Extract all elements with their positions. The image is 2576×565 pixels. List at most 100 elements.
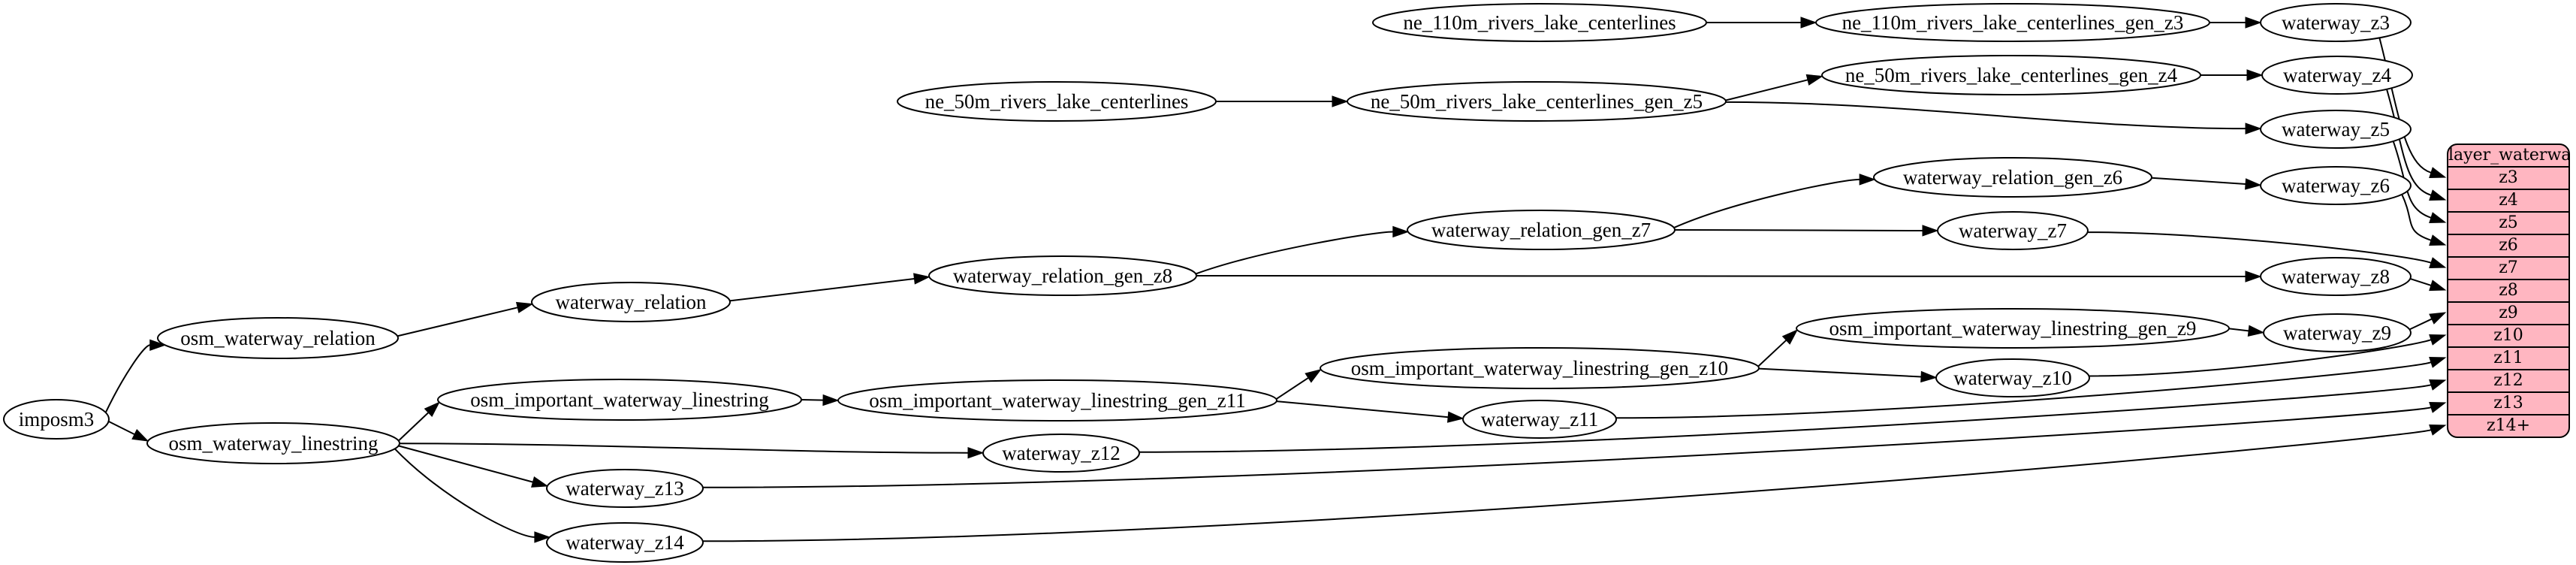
arrowhead [2429,167,2447,178]
node-label: waterway_z5 [2282,118,2390,140]
node-label: waterway_relation [556,291,707,313]
arrowhead [131,428,149,442]
node-waterway_z13: waterway_z13 [546,469,704,508]
node-ellipse [1821,55,2201,95]
node-label: osm_important_waterway_linestring_gen_z9 [1829,317,2197,340]
table-row-z8: z8 [2448,279,2568,301]
node-ellipse [2260,257,2412,296]
edge-waterway_z3-row-z3 [2378,38,2432,174]
edge-waterway_relation_gen_z7-waterway_relation_gen_z6 [1673,178,1860,229]
node-ellipse [837,379,1277,421]
edge-waterway_z12-row-z12 [1139,384,2432,453]
edge-imposm3-osm_waterway_linestring [108,421,136,436]
node-label: waterway_z9 [2283,322,2391,344]
table-row-z5: z5 [2448,211,2568,234]
node-ellipse [437,379,802,421]
node-label: osm_important_waterway_linestring [470,388,768,411]
node-osm_important_waterway_linestring_gen_z9: osm_important_waterway_linestring_gen_z9 [1796,308,2230,349]
node-label: waterway_z13 [566,477,683,500]
edge-waterway_relation_gen_z6-waterway_z6 [2151,177,2246,185]
node-ellipse [928,255,1197,296]
table-row-z14+: z14+ [2448,414,2568,437]
arrowhead [2246,69,2264,81]
node-ellipse [3,399,110,440]
node-label: ne_110m_rivers_lake_centerlines_gen_z3 [1842,11,2184,34]
node-waterway_z7: waterway_z7 [1937,211,2089,250]
table-row-z4: z4 [2448,189,2568,211]
arrowhead [2429,212,2447,223]
node-ne_110m_rivers_lake_centerlines_gen_z3: ne_110m_rivers_lake_centerlines_gen_z3 [1815,3,2210,42]
node-ellipse [146,422,400,464]
edge-waterway_z8-row-z8 [2409,278,2433,287]
arrowhead [515,301,534,313]
edge-osm_important_waterway_linestring_gen_z11-osm_important_waterway_linestring_gen_z10 [1275,377,1309,400]
node-ellipse [1935,358,2090,397]
node-ne_110m_rivers_lake_centerlines: ne_110m_rivers_lake_centerlines [1372,3,1707,42]
edge-osm_waterway_relation-waterway_relation [397,307,518,337]
node-waterway_z9: waterway_z9 [2263,313,2412,352]
edge-osm_important_waterway_linestring_gen_z10-waterway_z10 [1758,367,1922,378]
node-label: imposm3 [19,408,95,431]
node-ellipse [897,81,1217,122]
edge-waterway_relation-waterway_relation_gen_z8 [729,278,915,302]
node-label: waterway_z8 [2282,265,2390,288]
arrowhead [2245,17,2262,29]
edge-waterway_z4-row-z4 [2386,89,2432,196]
arrowhead [2429,312,2447,325]
node-label: waterway_z4 [2283,64,2391,86]
node-ellipse [1347,81,1727,122]
node-label: waterway_relation_gen_z7 [1431,219,1651,241]
node-label: ne_50m_rivers_lake_centerlines_gen_z4 [1845,64,2178,86]
arrowhead [2429,234,2447,246]
node-waterway_z10: waterway_z10 [1935,358,2090,397]
node-waterway_z12: waterway_z12 [982,434,1140,473]
node-label: ne_50m_rivers_lake_centerlines [925,90,1189,113]
node-label: waterway_relation_gen_z6 [1903,166,2122,189]
arrowhead [2429,189,2447,201]
arrowhead [1800,17,1817,29]
arrowhead [913,273,931,285]
arrowhead [149,339,167,351]
node-label: ne_110m_rivers_lake_centerlines [1403,11,1676,34]
arrowhead [2245,122,2262,134]
node-osm_waterway_relation: osm_waterway_relation [157,317,399,359]
arrowhead [1920,370,1938,383]
arrowhead [2245,270,2262,282]
node-ellipse [1873,157,2152,198]
node-ellipse [1815,3,2210,42]
table-row-z7: z7 [2448,256,2568,279]
arrowhead [2429,257,2447,268]
arrowhead [2429,334,2447,346]
node-waterway_z5: waterway_z5 [2260,110,2412,149]
edge-waterway_z5-row-z5 [2392,140,2432,219]
node-osm_important_waterway_linestring_gen_z10: osm_important_waterway_linestring_gen_z1… [1320,347,1760,389]
arrowhead [822,394,840,406]
edge-ne_50m_rivers_lake_centerlines_gen_z5-ne_50m_rivers_lake_centerlines_gen_z4 [1725,79,1808,101]
node-ellipse [2260,110,2412,149]
node-waterway_z14: waterway_z14 [546,522,704,563]
table-row-z10: z10 [2448,324,2568,346]
edge-osm_waterway_linestring-waterway_z12 [399,443,969,454]
node-ne_50m_rivers_lake_centerlines: ne_50m_rivers_lake_centerlines [897,81,1217,122]
arrowhead [424,401,440,418]
edge-waterway_z6-row-z6 [2401,194,2432,241]
edge-waterway_z10-row-z10 [2089,339,2432,377]
table-row-z3: z3 [2448,166,2568,189]
arrowhead [1446,411,1464,423]
node-ne_50m_rivers_lake_centerlines_gen_z4: ne_50m_rivers_lake_centerlines_gen_z4 [1821,55,2201,95]
node-osm_important_waterway_linestring: osm_important_waterway_linestring [437,379,802,421]
arrowhead [2247,325,2265,337]
node-waterway_relation_gen_z8: waterway_relation_gen_z8 [928,255,1197,296]
node-ellipse [2261,56,2413,95]
arrowhead [1332,95,1349,107]
table-row-z9: z9 [2448,301,2568,324]
edge-waterway_relation_gen_z8-waterway_relation_gen_z7 [1195,231,1393,275]
arrowhead [1922,225,1939,237]
node-ellipse [2260,3,2412,42]
node-ellipse [531,282,731,322]
arrowhead [1859,174,1876,186]
table-row-z11: z11 [2448,346,2568,369]
node-ellipse [1407,210,1676,250]
